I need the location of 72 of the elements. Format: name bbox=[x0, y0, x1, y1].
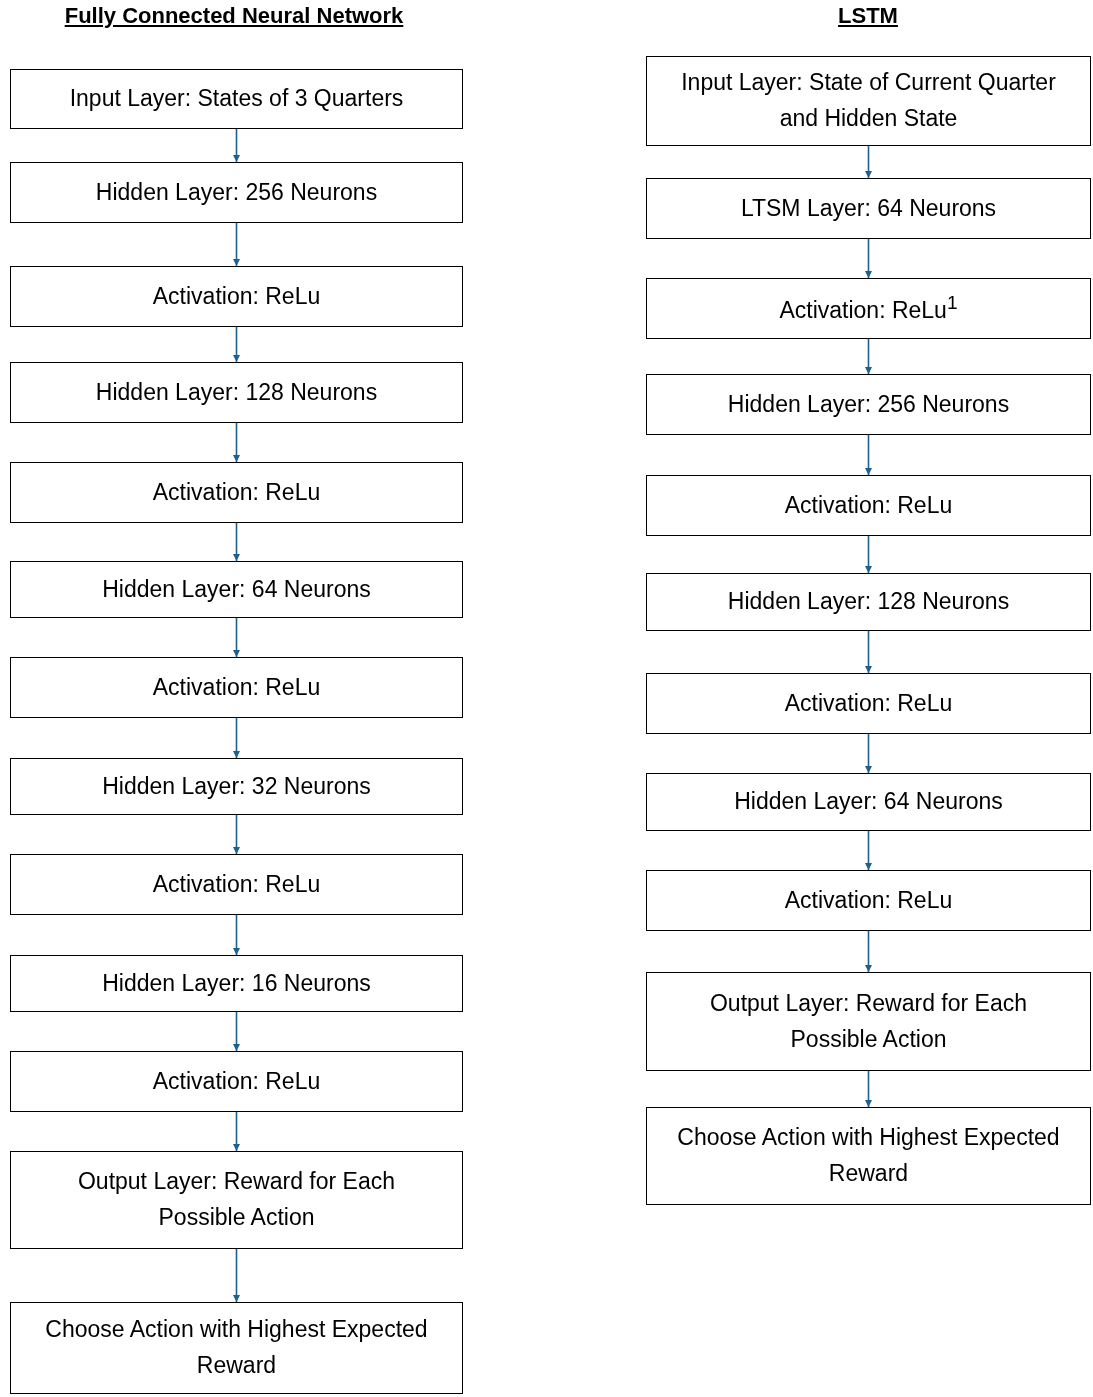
arrow bbox=[865, 238, 872, 279]
layer-label: Activation: ReLu bbox=[152, 672, 321, 702]
layer-box bbox=[646, 773, 1091, 831]
column-heading: LSTM bbox=[838, 3, 898, 29]
layer-label: Choose Action with Highest Expected Reward bbox=[677, 1123, 1060, 1188]
layer-label: Hidden Layer: 64 Neurons bbox=[102, 574, 371, 604]
layer-box bbox=[10, 657, 463, 718]
layer-box bbox=[10, 561, 463, 618]
layer-box bbox=[10, 1051, 463, 1112]
layer-box bbox=[10, 266, 463, 327]
layer-label: Input Layer: States of 3 Quarters bbox=[69, 84, 404, 114]
arrow bbox=[233, 522, 240, 562]
layer-box bbox=[10, 162, 463, 223]
layer-box bbox=[646, 870, 1091, 931]
layer-box bbox=[646, 1107, 1091, 1205]
layer-box bbox=[646, 56, 1091, 146]
layer-box bbox=[646, 278, 1091, 339]
layer-box bbox=[10, 1151, 463, 1249]
column-heading: Fully Connected Neural Network bbox=[64, 3, 404, 29]
arrow bbox=[233, 128, 240, 163]
layer-label: Activation: ReLu bbox=[152, 281, 321, 311]
layer-label: Activation: ReLu bbox=[784, 490, 953, 520]
layer-box bbox=[10, 362, 463, 423]
arrow bbox=[233, 1248, 240, 1303]
layer-label: Hidden Layer: 16 Neurons bbox=[102, 968, 371, 998]
layer-label: Activation: ReLu$^{1}$ bbox=[779, 291, 958, 325]
layer-box bbox=[10, 1302, 463, 1394]
layer-label: Activation: ReLu bbox=[152, 1066, 321, 1096]
layer-label: Hidden Layer: 256 Neurons bbox=[727, 389, 1010, 419]
layer-label: Output Layer: Reward for Each Possible Action bbox=[708, 988, 1029, 1054]
arrow bbox=[865, 733, 872, 774]
arrow bbox=[233, 914, 240, 956]
layer-box bbox=[646, 374, 1091, 435]
layer-box bbox=[10, 69, 463, 129]
layer-label: Output Layer: Reward for Each Possible Action bbox=[76, 1167, 397, 1232]
layer-label: Hidden Layer: 256 Neurons bbox=[95, 177, 378, 207]
arrow bbox=[865, 535, 872, 574]
layer-label: Hidden Layer: 128 Neurons bbox=[95, 377, 378, 407]
layer-label: Choose Action with Highest Expected Reward bbox=[44, 1315, 429, 1380]
layer-label: Hidden Layer: 64 Neurons bbox=[734, 787, 1003, 817]
arrow bbox=[865, 630, 872, 674]
layer-box bbox=[646, 475, 1091, 536]
layer-box bbox=[10, 854, 463, 915]
layer-box bbox=[646, 673, 1091, 734]
layer-label: LTSM Layer: 64 Neurons bbox=[740, 193, 997, 223]
layer-label: Activation: ReLu bbox=[152, 477, 321, 507]
arrow bbox=[865, 434, 872, 476]
layer-box bbox=[10, 955, 463, 1012]
layer-label: Activation: ReLu bbox=[784, 688, 953, 718]
arrow bbox=[865, 145, 872, 179]
layer-label: Activation: ReLu bbox=[152, 869, 321, 899]
arrow bbox=[865, 930, 872, 973]
arrow bbox=[233, 1111, 240, 1152]
layer-box bbox=[646, 573, 1091, 631]
layer-label: Hidden Layer: 128 Neurons bbox=[727, 587, 1010, 617]
arrow bbox=[233, 617, 240, 658]
layer-box bbox=[646, 972, 1091, 1071]
arrow bbox=[233, 717, 240, 759]
arrow bbox=[865, 1070, 872, 1108]
layer-box bbox=[10, 758, 463, 815]
arrow bbox=[233, 422, 240, 463]
arrow bbox=[233, 814, 240, 855]
layer-box bbox=[10, 462, 463, 523]
arrow bbox=[865, 830, 872, 871]
layer-box bbox=[646, 178, 1091, 239]
arrow bbox=[865, 338, 872, 375]
layer-label: Hidden Layer: 32 Neurons bbox=[102, 771, 371, 801]
arrow bbox=[233, 326, 240, 363]
layer-label: Activation: ReLu bbox=[784, 885, 953, 915]
arrow bbox=[233, 1011, 240, 1052]
layer-label: Input Layer: State of Current Quarter and Hidden State bbox=[680, 68, 1057, 133]
arrow bbox=[233, 222, 240, 267]
